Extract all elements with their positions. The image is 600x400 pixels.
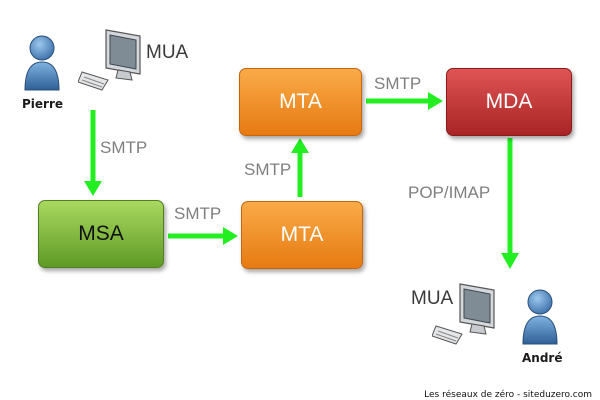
mta1-label: MTA	[280, 223, 324, 246]
label-mta2-to-mda: SMTP	[374, 74, 422, 93]
andre-computer-icon	[432, 283, 495, 345]
mta1-node: MTA	[241, 201, 363, 269]
andre-mua-label: MUA	[411, 288, 454, 309]
andre-user-icon	[522, 289, 558, 345]
mta2-label: MTA	[279, 90, 322, 113]
label-pierre-to-msa: SMTP	[100, 138, 148, 157]
arrow-msa-to-mta1	[168, 227, 238, 245]
mda-label: MDA	[485, 90, 533, 113]
arrow-mda-to-andre	[501, 138, 519, 269]
arrow-pierre-to-msa	[84, 110, 102, 196]
mda-node: MDA	[446, 68, 572, 136]
msa-node: MSA	[38, 200, 164, 268]
credit-text: Les réseaux de zéro - siteduzero.com	[424, 390, 592, 400]
label-mta1-to-mta2: SMTP	[244, 160, 292, 179]
pierre-user-icon	[24, 35, 60, 91]
msa-label: MSA	[78, 222, 124, 245]
andre-name: André	[522, 351, 563, 365]
mta2-node: MTA	[239, 68, 362, 136]
pierre-name: Pierre	[22, 97, 64, 111]
label-mda-to-andre: POP/IMAP	[408, 183, 491, 202]
label-msa-to-mta1: SMTP	[174, 204, 222, 223]
pierre-mua-label: MUA	[146, 42, 189, 63]
pierre-computer-icon	[78, 29, 141, 91]
arrow-mta1-to-mta2	[291, 138, 309, 197]
arrow-mta2-to-mda	[366, 92, 443, 110]
